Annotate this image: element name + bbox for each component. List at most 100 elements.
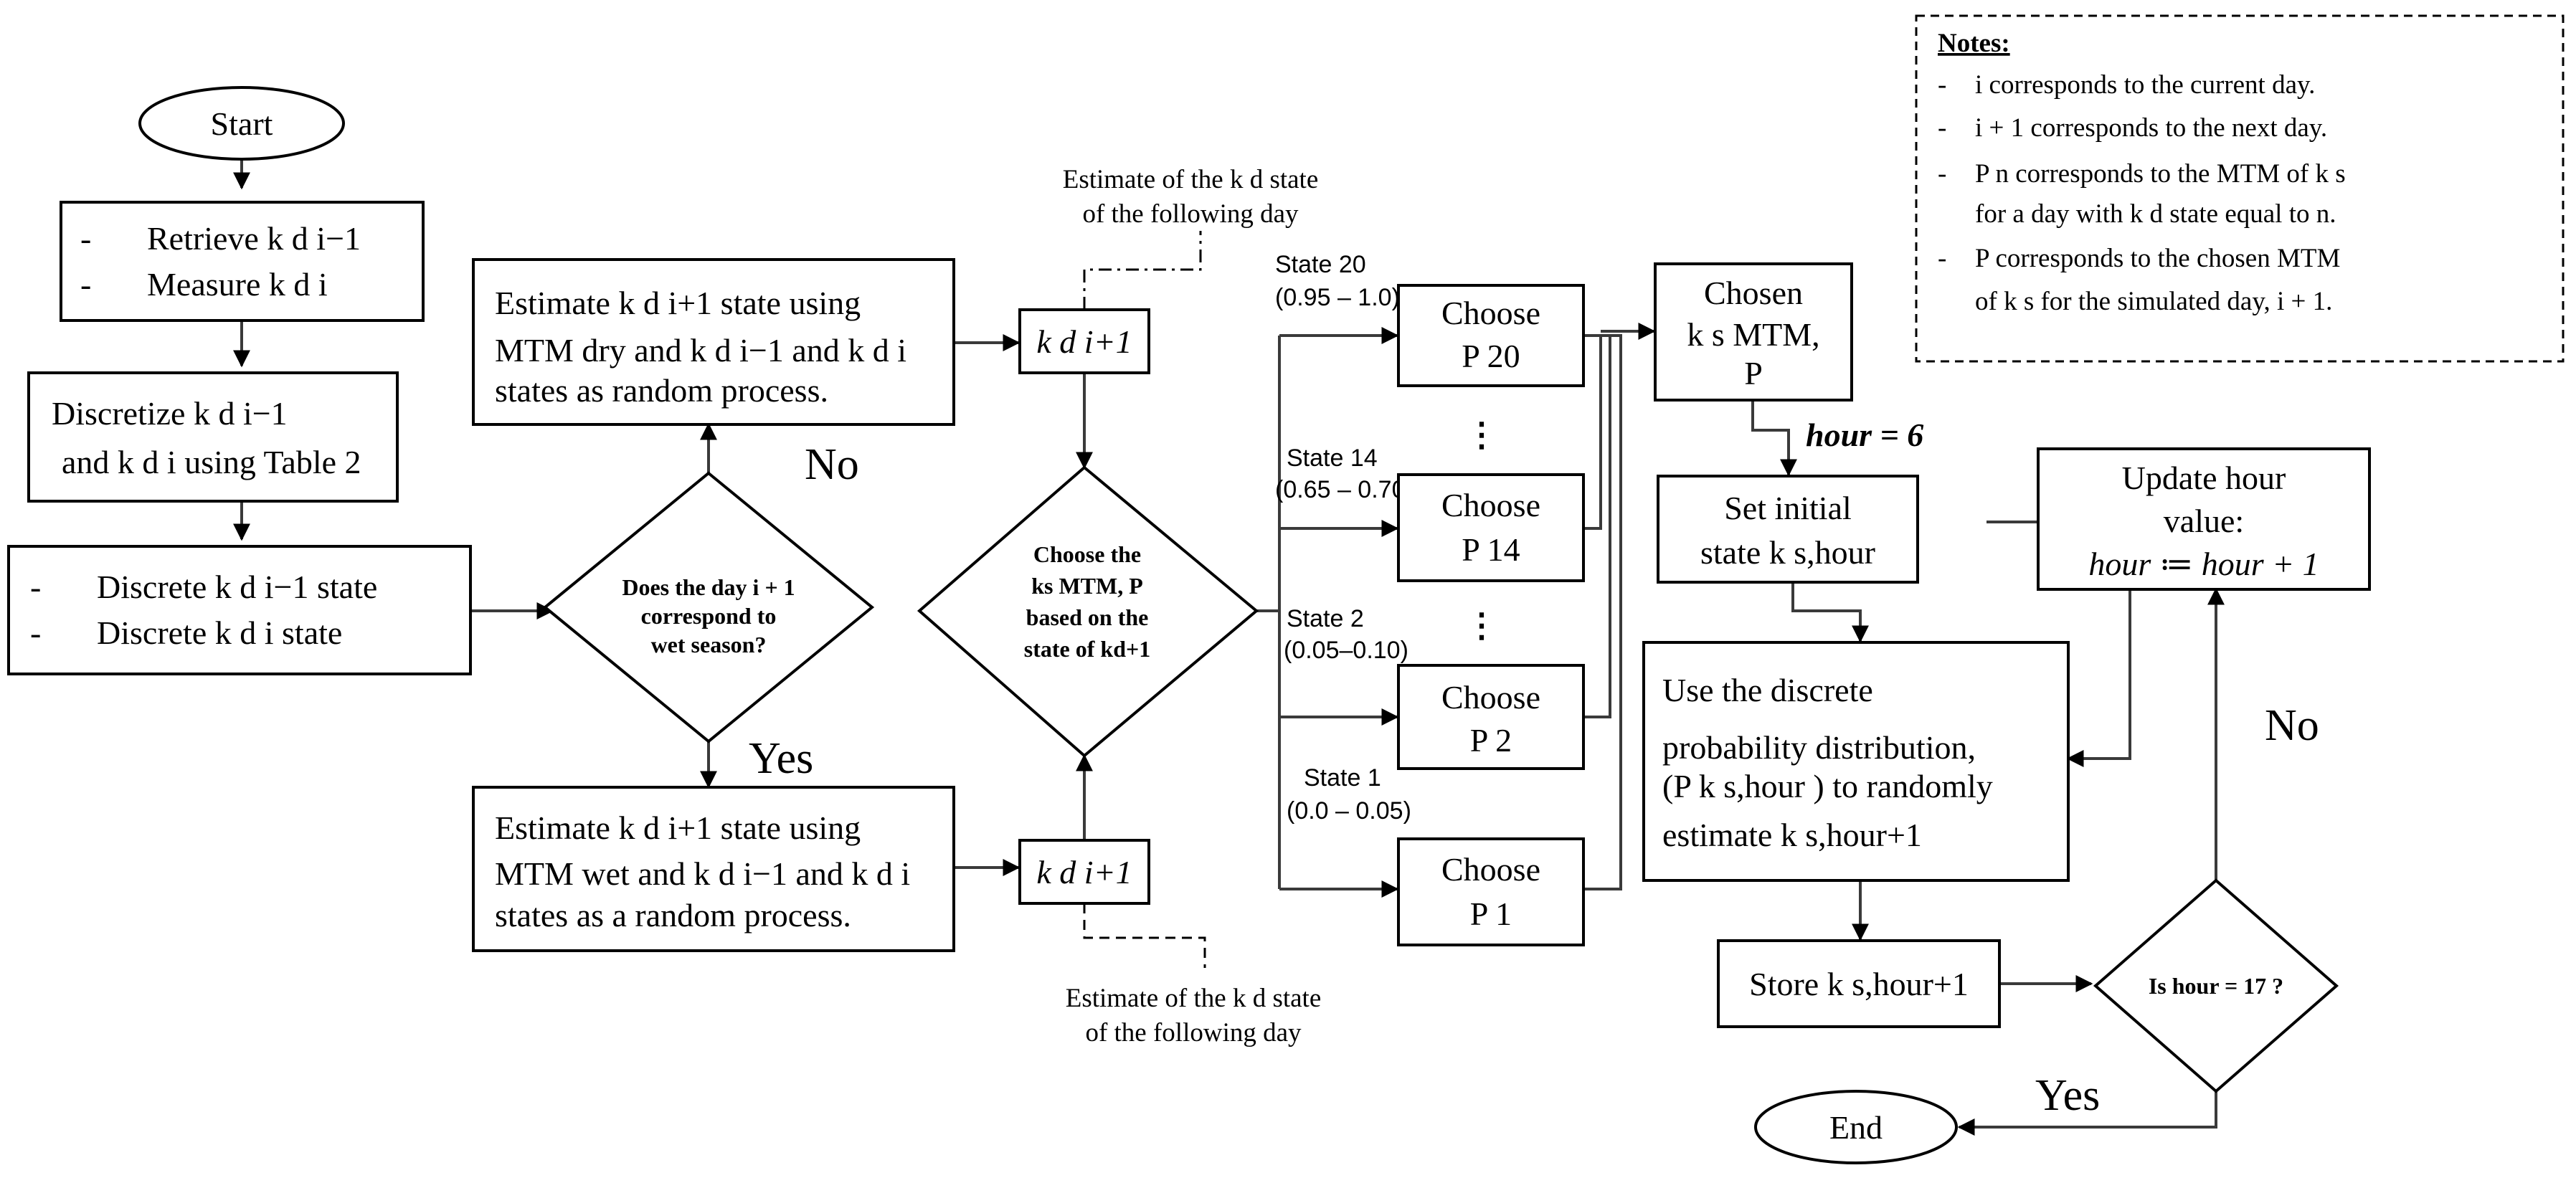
kd-next-label: k d i+1 bbox=[1036, 323, 1132, 360]
estimate-wet-box: Estimate k d i+1 state using MTM wet and… bbox=[472, 786, 955, 952]
wet-season-decision: Does the day i + 1 correspond to wet sea… bbox=[542, 471, 875, 743]
start-label: Start bbox=[211, 105, 273, 142]
notes-title: Notes: bbox=[1938, 29, 2010, 58]
use-line-4: estimate k s,hour+1 bbox=[1662, 817, 1922, 853]
choose-q-line-4: state of kd+1 bbox=[1024, 636, 1150, 662]
top-annotation-leader bbox=[1083, 231, 1202, 310]
chosen-line-1: Chosen bbox=[1704, 275, 1803, 311]
state20-range: (0.95 – 1.0) bbox=[1275, 284, 1400, 311]
bullet: - bbox=[80, 266, 91, 303]
bottom-annotation-line-2: of the following day bbox=[1085, 1018, 1302, 1047]
bullet: - bbox=[1938, 244, 1946, 273]
measure-label: Measure k d i bbox=[147, 266, 328, 303]
kd-next-box-bottom: k d i+1 bbox=[1018, 839, 1150, 905]
est-dry-line-1: Estimate k d i+1 state using bbox=[495, 285, 861, 321]
use-distribution-box: Use the discrete probability distributio… bbox=[1642, 641, 2070, 882]
choose-p2-box: Choose P 2 bbox=[1397, 664, 1585, 770]
choose-word: Choose bbox=[1441, 487, 1540, 523]
bullet: - bbox=[30, 569, 41, 605]
note-item: i + 1 corresponds to the next day. bbox=[1975, 113, 2327, 143]
choose-mtm-decision: Choose the ks MTM, P based on the state … bbox=[917, 465, 1259, 758]
choose-word: Choose bbox=[1441, 851, 1540, 888]
set-initial-box: Set initial state k s,hour bbox=[1657, 475, 1919, 584]
ellipsis: ⋮ bbox=[1465, 607, 1498, 644]
top-annotation-line-1: Estimate of the k d state bbox=[1063, 165, 1319, 194]
update-line-3: hour ≔ hour + 1 bbox=[2088, 546, 2319, 582]
end-node: End bbox=[1754, 1090, 1958, 1164]
wet-question-line-2: correspond to bbox=[641, 603, 777, 629]
yes-label-hour: Yes bbox=[2035, 1071, 2100, 1120]
state20-label: State 20 bbox=[1275, 251, 1366, 278]
wet-question-line-1: Does the day i + 1 bbox=[622, 574, 795, 600]
no-label-hour: No bbox=[2265, 701, 2319, 750]
est-wet-line-2: MTM wet and k d i−1 and k d i bbox=[495, 855, 910, 892]
use-line-3: (P k s,hour ) to randomly bbox=[1662, 768, 1993, 804]
ellipsis: ⋮ bbox=[1465, 417, 1498, 453]
choose-word: Choose bbox=[1441, 679, 1540, 716]
top-annotation-line-2: of the following day bbox=[1082, 199, 1299, 229]
bottom-annotation-leader bbox=[1083, 903, 1206, 968]
note-item: of k s for the simulated day, i + 1. bbox=[1975, 287, 2332, 316]
choose-p20-box: Choose P 20 bbox=[1397, 284, 1585, 387]
set-initial-line-1: Set initial bbox=[1724, 490, 1852, 526]
choose-q-line-1: Choose the bbox=[1033, 541, 1141, 567]
p2-label: P 2 bbox=[1470, 722, 1512, 759]
discrete-prev-label: Discrete k d i−1 state bbox=[97, 569, 377, 605]
note-item: i corresponds to the current day. bbox=[1975, 70, 2315, 100]
store-label: Store k s,hour+1 bbox=[1749, 966, 1969, 1002]
use-line-2: probability distribution, bbox=[1662, 729, 1976, 766]
discretize-line-2: and k d i using Table 2 bbox=[62, 444, 361, 480]
bullet: - bbox=[30, 614, 41, 651]
notes-panel: Notes: - i corresponds to the current da… bbox=[1915, 14, 2565, 363]
est-wet-line-3: states as a random process. bbox=[495, 897, 851, 933]
discrete-states-box: - Discrete k d i−1 state - Discrete k d … bbox=[7, 545, 472, 675]
bullet: - bbox=[1938, 159, 1946, 189]
update-hour-box: Update hour value: hour ≔ hour + 1 bbox=[2037, 447, 2371, 591]
chosen-line-2: k s MTM, bbox=[1687, 316, 1819, 353]
retrieve-measure-box: - Retrieve k d i−1 - Measure k d i bbox=[60, 201, 425, 322]
state14-range: (0.65 – 0.70) bbox=[1275, 476, 1414, 503]
bullet: - bbox=[80, 220, 91, 257]
p1-label: P 1 bbox=[1470, 895, 1512, 932]
kd-next-label: k d i+1 bbox=[1036, 854, 1132, 890]
discrete-cur-label: Discrete k d i state bbox=[97, 614, 342, 651]
state14-label: State 14 bbox=[1287, 445, 1378, 472]
wet-question-line-3: wet season? bbox=[651, 632, 767, 657]
choose-q-line-3: based on the bbox=[1026, 604, 1149, 630]
chosen-line-3: P bbox=[1744, 355, 1763, 391]
end-label: End bbox=[1829, 1109, 1883, 1146]
discretize-box: Discretize k d i−1 and k d i using Table… bbox=[27, 371, 399, 503]
est-wet-line-1: Estimate k d i+1 state using bbox=[495, 809, 861, 846]
choose-word: Choose bbox=[1441, 295, 1540, 331]
kd-next-box-top: k d i+1 bbox=[1018, 308, 1150, 374]
note-item: P corresponds to the chosen MTM bbox=[1975, 244, 2340, 273]
p20-label: P 20 bbox=[1462, 338, 1520, 374]
p14-label: P 14 bbox=[1462, 531, 1520, 568]
no-label-wet: No bbox=[805, 440, 859, 489]
choose-p1-box: Choose P 1 bbox=[1397, 837, 1585, 946]
bottom-annotation-line-1: Estimate of the k d state bbox=[1066, 984, 1322, 1013]
connectors bbox=[233, 159, 2225, 1136]
note-item: for a day with k d state equal to n. bbox=[1975, 199, 2336, 229]
retrieve-label: Retrieve k d i−1 bbox=[147, 220, 361, 257]
hour-question: Is hour = 17 ? bbox=[2149, 973, 2283, 999]
update-line-1: Update hour bbox=[2122, 460, 2286, 496]
est-dry-line-2: MTM dry and k d i−1 and k d i bbox=[495, 332, 906, 369]
note-item: P n corresponds to the MTM of k s bbox=[1975, 159, 2346, 189]
bullet: - bbox=[1938, 70, 1946, 100]
chosen-mtm-box: Chosen k s MTM, P bbox=[1654, 262, 1853, 402]
update-line-2: value: bbox=[2164, 503, 2244, 539]
est-dry-line-3: states as random process. bbox=[495, 372, 828, 409]
start-node: Start bbox=[138, 86, 345, 161]
store-box: Store k s,hour+1 bbox=[1717, 939, 2001, 1028]
estimate-dry-box: Estimate k d i+1 state using MTM dry and… bbox=[472, 258, 955, 426]
bullet: - bbox=[1938, 113, 1946, 143]
state1-label: State 1 bbox=[1304, 764, 1381, 792]
discretize-line-1: Discretize k d i−1 bbox=[52, 395, 288, 432]
use-line-1: Use the discrete bbox=[1662, 672, 1873, 708]
yes-label-wet: Yes bbox=[749, 734, 813, 783]
choose-q-line-2: ks MTM, P bbox=[1031, 573, 1143, 599]
hour-set-label: hour = 6 bbox=[1806, 417, 1923, 453]
set-initial-line-2: state k s,hour bbox=[1700, 534, 1875, 571]
